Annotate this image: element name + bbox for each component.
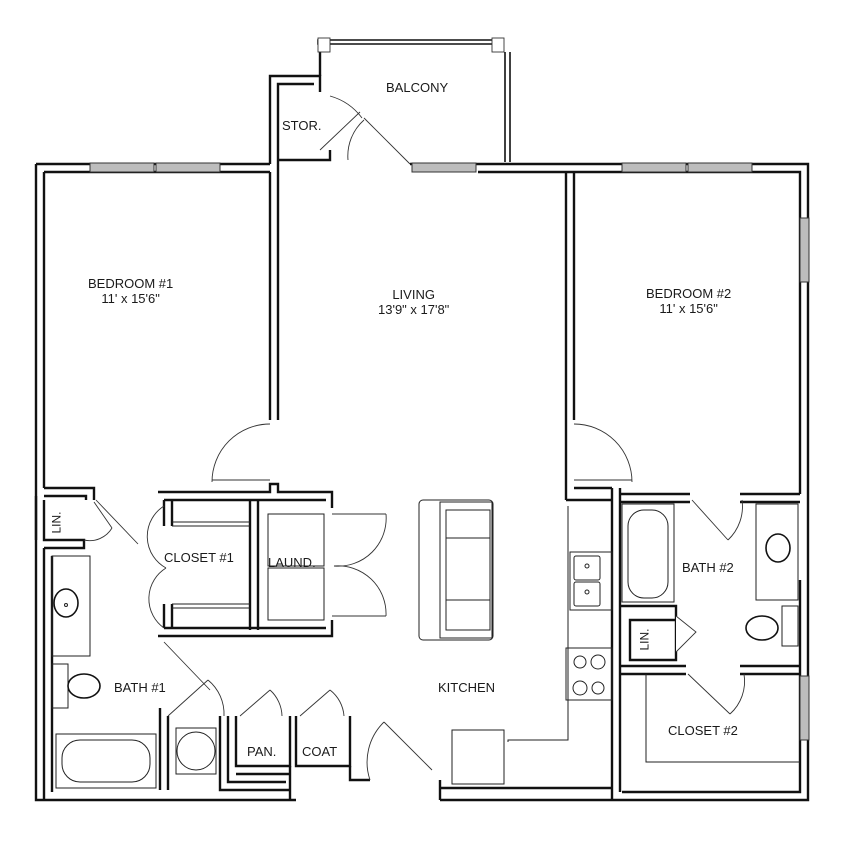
room-name: STOR.: [282, 118, 322, 133]
toilet-icon: [51, 663, 69, 709]
room-name: KITCHEN: [438, 680, 496, 695]
room-name: BATH #1: [114, 680, 166, 695]
dryer-icon: [267, 567, 325, 621]
bathtub-icon: [55, 733, 157, 789]
vanity-icon: [51, 555, 91, 657]
room-label-living: LIVING 13'9" x 17'8": [378, 287, 449, 317]
bathtub-icon: [621, 503, 675, 603]
room-label-closet1: CLOSET #1: [164, 550, 234, 565]
room-label-bath2: BATH #2: [682, 560, 734, 575]
room-name: LIN.: [637, 628, 652, 651]
room-label-laundry: LAUND.: [268, 555, 316, 570]
room-label-balcony: BALCONY: [386, 80, 448, 95]
exterior-walls: [34, 37, 810, 802]
window-icon: [621, 162, 687, 173]
room-label-pantry: PAN.: [247, 744, 276, 759]
window-icon: [799, 217, 810, 283]
room-label-storage: STOR.: [282, 118, 322, 133]
room-label-closet2: CLOSET #2: [668, 723, 738, 738]
door-swing-icon: [95, 499, 139, 545]
island-icon: [418, 499, 494, 641]
room-name: BATH #2: [682, 560, 734, 575]
refrigerator-icon: [451, 729, 505, 785]
stove-icon: [565, 647, 613, 701]
window-icon: [799, 675, 810, 741]
window-icon: [89, 162, 155, 173]
sink-icon: [765, 533, 791, 563]
room-name: BEDROOM #2: [646, 286, 732, 301]
room-dimensions: 11' x 15'6": [101, 291, 160, 306]
room-label-coat: COAT: [302, 744, 337, 759]
room-name: LIN.: [49, 511, 64, 534]
room-dimensions: 11' x 15'6": [659, 301, 718, 316]
room-label-bath1: BATH #1: [114, 680, 166, 695]
room-name: CLOSET #2: [668, 723, 738, 738]
room-name: BALCONY: [386, 80, 449, 95]
room-label-kitchen: KITCHEN: [438, 680, 495, 695]
room-name: BEDROOM #1: [88, 276, 174, 291]
washer-icon: [267, 513, 325, 567]
room-name: COAT: [302, 744, 338, 759]
door-swing-icon: [363, 117, 411, 165]
room-name: CLOSET #1: [164, 550, 234, 565]
double-sink-icon: [569, 551, 613, 611]
window-icon: [687, 162, 753, 173]
door-swing-icon: [211, 423, 271, 483]
room-name: LIVING: [392, 287, 435, 302]
water-heater-icon: [175, 727, 217, 775]
window-icon: [155, 162, 221, 173]
toilet-icon: [781, 605, 799, 647]
room-dimensions: 13'9" x 17'8": [378, 302, 450, 317]
fixtures: [51, 499, 800, 789]
room-name: LAUND.: [268, 555, 316, 570]
room-label-bedroom1: BEDROOM #1 11' x 15'6": [88, 276, 173, 306]
room-label-linen1: LIN.: [50, 511, 65, 533]
room-label-bedroom2: BEDROOM #2 11' x 15'6": [646, 286, 731, 316]
windows: [89, 162, 810, 741]
vanity-icon: [755, 503, 799, 601]
window-icon: [411, 162, 477, 173]
room-label-linen2: LIN.: [638, 628, 653, 650]
doors: [83, 95, 746, 781]
door-swing-icon: [573, 423, 633, 483]
sink-icon: [53, 588, 79, 618]
room-name: PAN.: [247, 744, 277, 759]
interior-walls: [34, 172, 800, 800]
